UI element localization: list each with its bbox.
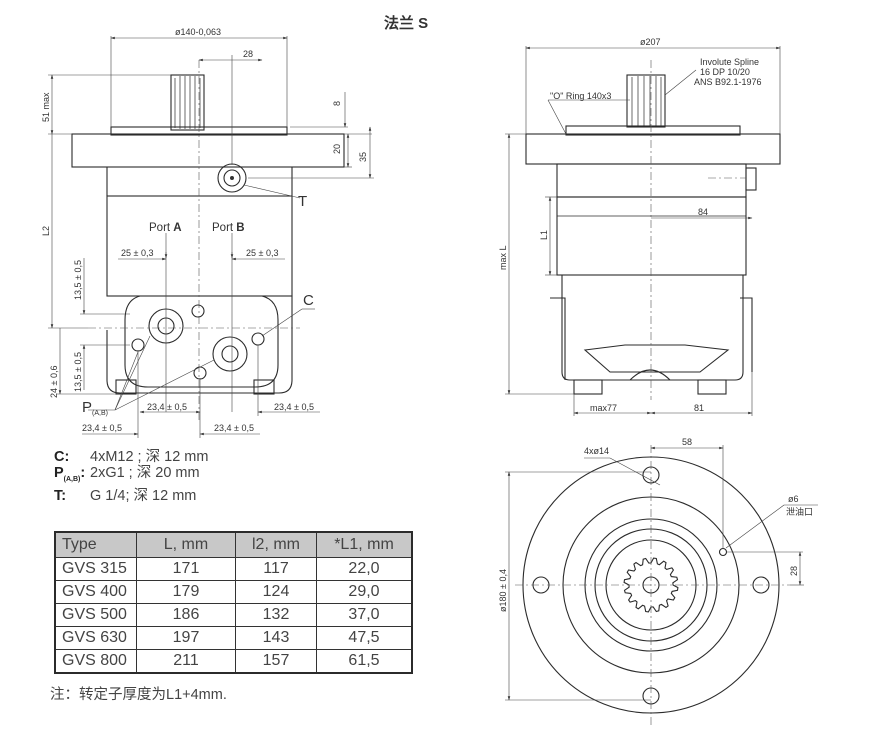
flange-face-view xyxy=(505,445,818,725)
dimensions-table: Type L, mm l2, mm *L1, mm GVS 315 171 11… xyxy=(54,531,413,674)
table-cell: GVS 315 xyxy=(54,557,137,581)
dim-dia180: ø180 ± 0,4 xyxy=(498,569,508,612)
table-row: GVS 400 179 124 29,0 xyxy=(54,580,413,604)
legend-row-c: C: 4xM12 ; 深 12 mm xyxy=(54,449,208,465)
table-cell: 47,5 xyxy=(316,626,413,650)
table-cell: 117 xyxy=(235,557,317,581)
label-t: T xyxy=(298,193,307,210)
front-flange xyxy=(71,133,345,168)
legend-key-p: P(A,B): xyxy=(54,465,86,483)
table-cell: 171 xyxy=(136,557,236,581)
table-header-row: Type L, mm l2, mm *L1, mm xyxy=(54,531,413,558)
spline-line3: ANS B92.1-1976 xyxy=(694,77,762,87)
oring-label: "O" Ring 140x3 xyxy=(550,91,611,101)
dim-35: 35 xyxy=(358,152,368,162)
table-cell: 29,0 xyxy=(316,580,413,604)
legend-key-c: C: xyxy=(54,449,70,465)
dim-58: 58 xyxy=(682,437,692,447)
dim-23-4-b: 23,4 ± 0,5 xyxy=(274,402,314,412)
dim-207: ø207 xyxy=(640,37,661,47)
table-cell: 179 xyxy=(136,580,236,604)
table-header: L, mm xyxy=(136,531,236,558)
table-cell: GVS 400 xyxy=(54,580,137,604)
front-shaft xyxy=(170,74,205,131)
table-cell: GVS 500 xyxy=(54,603,137,627)
table-row: GVS 500 186 132 37,0 xyxy=(54,603,413,627)
legend-value-p: 2xG1 ; 深 20 mm xyxy=(90,465,200,481)
dim-l1: L1 xyxy=(539,230,549,240)
legend-key-t: T: xyxy=(54,487,67,504)
label-p: P(A,B) xyxy=(82,399,108,417)
table-cell: 186 xyxy=(136,603,236,627)
c-hole xyxy=(131,338,145,352)
table-row: GVS 800 211 157 61,5 xyxy=(54,649,413,674)
dim-13-5-bottom: 13,5 ± 0,5 xyxy=(73,352,83,392)
legend-row-t: T: G 1/4; 深 12 mm xyxy=(54,488,208,504)
spline-line2: 16 DP 10/20 xyxy=(700,67,750,77)
drain-label: 泄油口 xyxy=(786,506,813,517)
front-manifold xyxy=(106,295,293,394)
table-cell: 197 xyxy=(136,626,236,650)
table-cell: 211 xyxy=(136,649,236,674)
dim-4x14: 4xø14 xyxy=(584,446,609,456)
drain-port xyxy=(718,547,728,557)
dim-25-right: 25 ± 0,3 xyxy=(246,248,278,258)
dim-23-4-a: 23,4 ± 0,5 xyxy=(147,402,187,412)
dim-13-5-top: 13,5 ± 0,5 xyxy=(73,260,83,300)
label-port-b: Port B xyxy=(212,222,245,234)
table-cell: 124 xyxy=(235,580,317,604)
label-c: C xyxy=(303,292,314,309)
table-cell: GVS 630 xyxy=(54,626,137,650)
legend-value-c: 4xM12 ; 深 12 mm xyxy=(90,449,209,465)
table-row: GVS 315 171 117 22,0 xyxy=(54,557,413,581)
dim-81: 81 xyxy=(694,403,704,413)
drawing-title: 法兰 S xyxy=(384,15,429,32)
footnote: 注：转定子厚度为L1+4mm. xyxy=(50,687,227,703)
dim-20: 20 xyxy=(332,144,342,154)
table-cell: 37,0 xyxy=(316,603,413,627)
dim-max-l: max L xyxy=(498,245,508,270)
table-header: *L1, mm xyxy=(316,531,413,558)
dim-flange-dia: ø140-0,063 xyxy=(175,27,221,37)
dim-dia6: ø6 xyxy=(788,494,799,504)
dim-23-4-d: 23,4 ± 0,5 xyxy=(214,423,254,433)
dim-24: 24 ± 0,6 xyxy=(49,366,59,398)
dim-28: 28 xyxy=(243,49,253,59)
table-cell: 22,0 xyxy=(316,557,413,581)
spline-line1: Involute Spline xyxy=(700,57,759,67)
side-view xyxy=(505,46,781,416)
dim-l2: L2 xyxy=(41,226,51,236)
table-header: Type xyxy=(54,531,137,558)
table-cell: 132 xyxy=(235,603,317,627)
legend-value-t: G 1/4; 深 12 mm xyxy=(90,487,197,504)
table-cell: 157 xyxy=(235,649,317,674)
dim-25-left: 25 ± 0,3 xyxy=(121,248,153,258)
front-view xyxy=(48,36,374,438)
legend-row-p: P(A,B): 2xG1 ; 深 20 mm xyxy=(54,465,208,488)
front-body xyxy=(106,195,293,297)
p-port-b xyxy=(212,336,248,372)
table-cell: 61,5 xyxy=(316,649,413,674)
table-row: GVS 630 197 143 47,5 xyxy=(54,626,413,650)
dim-28-bottom: 28 xyxy=(789,566,799,576)
table-cell: GVS 800 xyxy=(54,649,137,674)
port-legend: C: 4xM12 ; 深 12 mm P(A,B): 2xG1 ; 深 20 m… xyxy=(54,449,208,504)
table-cell: 143 xyxy=(235,626,317,650)
table-header: l2, mm xyxy=(235,531,317,558)
dim-23-4-c: 23,4 ± 0,5 xyxy=(82,423,122,433)
dim-max77: max77 xyxy=(590,403,617,413)
dim-8: 8 xyxy=(332,101,342,106)
dim-84: 84 xyxy=(698,207,708,217)
dim-51-max: 51 max xyxy=(41,92,51,122)
label-port-a: Port A xyxy=(149,222,182,234)
